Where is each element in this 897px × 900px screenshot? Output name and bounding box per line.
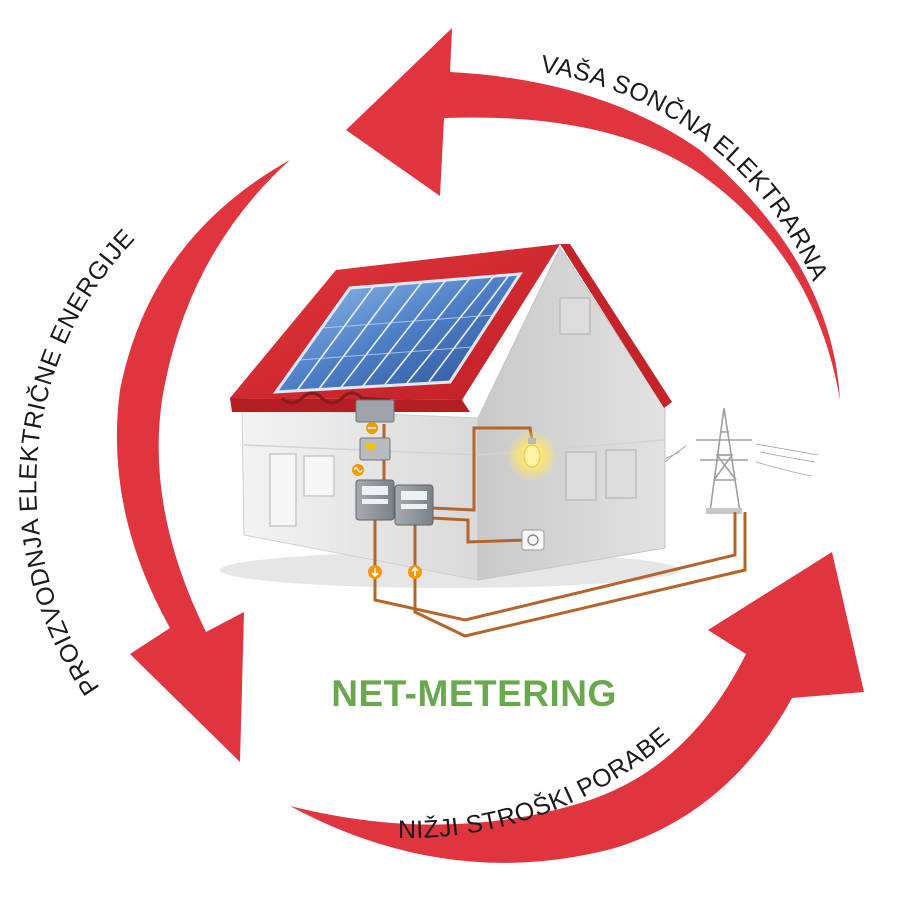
window-front [269, 453, 335, 527]
inverter-icon [352, 399, 395, 476]
window-side [559, 297, 637, 501]
arrow-top-right [346, 28, 840, 400]
house-icon [220, 244, 680, 588]
socket-icon [521, 529, 545, 551]
arrow-bottom [290, 552, 864, 863]
cycle-arrows [116, 28, 864, 863]
flow-markers [368, 565, 422, 579]
light-bulb-icon [506, 430, 558, 482]
title: NET-METERING [331, 673, 617, 714]
electricity-meter-icon [355, 479, 434, 526]
arrow-left [116, 160, 290, 762]
solar-panel-icon [272, 272, 523, 394]
